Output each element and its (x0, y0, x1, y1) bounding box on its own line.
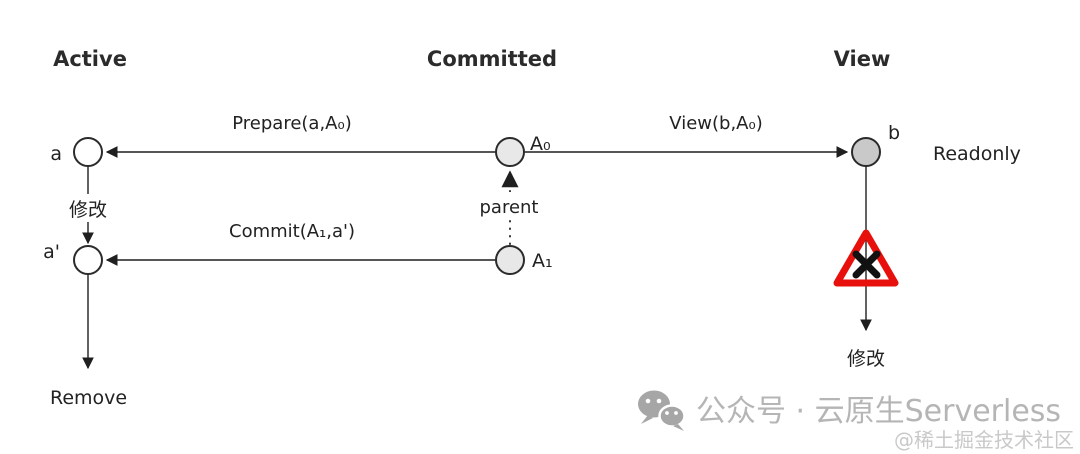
edge-prepare-label: Prepare(a,A₀) (232, 113, 351, 134)
watermark-community-text: @稀土掘金技术社区 (894, 428, 1074, 452)
column-header-view: View (834, 47, 891, 71)
edge-remove-label: Remove (50, 387, 127, 409)
edge-modify-right-label: 修改 (847, 348, 885, 370)
readonly-annotation: Readonly (933, 143, 1021, 165)
node-A0 (495, 137, 525, 167)
node-A1 (495, 245, 525, 275)
edge-modify-left-label: 修改 (69, 199, 107, 221)
modify-left-label-bg (63, 194, 113, 222)
edge-commit-label: Commit(A₁,a') (229, 221, 355, 242)
parent-label-bg (476, 192, 542, 219)
warning-x-triangle-icon (833, 229, 899, 287)
wechat-icon (638, 390, 686, 431)
node-A0-label: A₀ (530, 133, 551, 155)
node-a-prime-label: a' (43, 241, 60, 263)
node-a (73, 137, 103, 167)
column-header-active: Active (53, 47, 127, 71)
column-header-committed: Committed (427, 47, 557, 71)
watermark-channel-text: 公众号 · 云原生Serverless (696, 394, 1061, 429)
node-b (851, 137, 881, 167)
node-A1-label: A₁ (532, 250, 553, 272)
node-a-prime (73, 245, 103, 275)
node-b-label: b (888, 122, 900, 144)
node-a-label: a (50, 143, 62, 165)
edge-view-label: View(b,A₀) (669, 113, 762, 134)
edge-parent-label: parent (479, 197, 538, 218)
